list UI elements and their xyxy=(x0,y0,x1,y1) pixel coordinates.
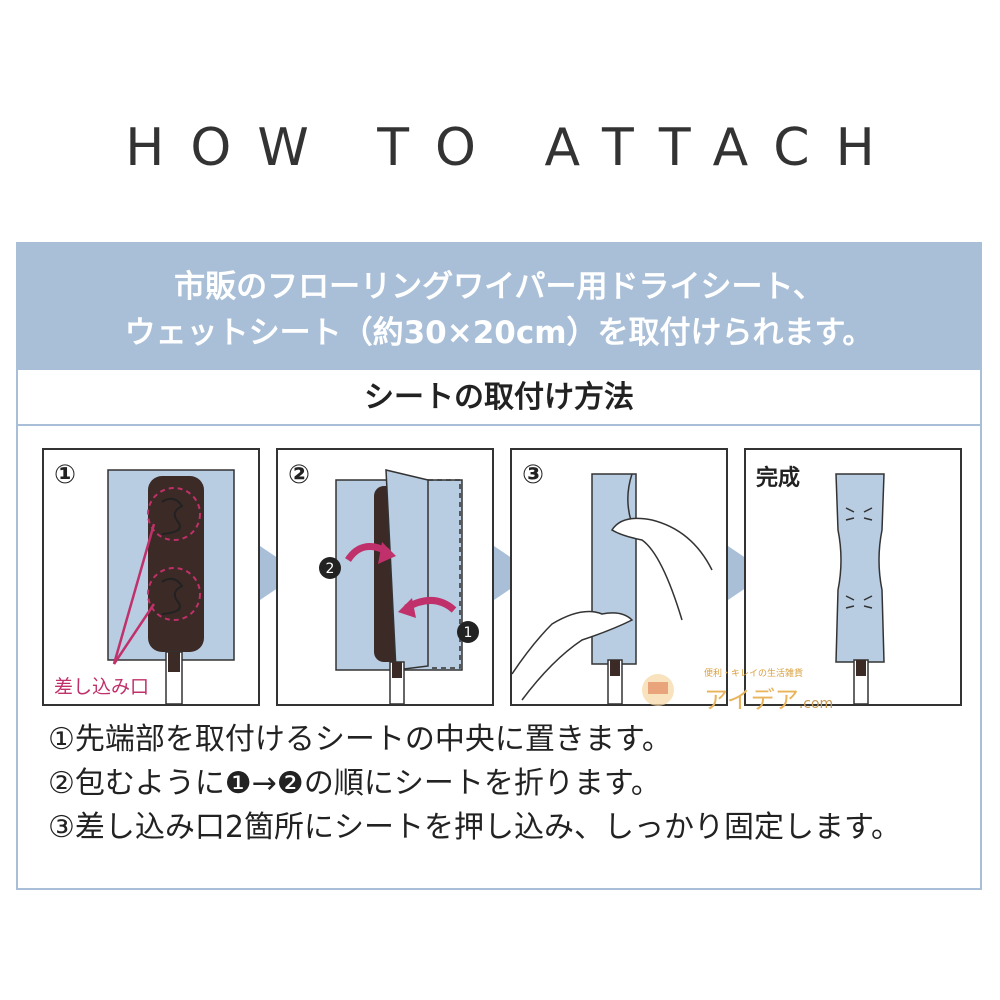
insert-slot-label: 差し込み口 xyxy=(54,676,150,698)
logo-tagline: 便利・キレイの生活雑貨 xyxy=(704,669,804,679)
logo-mascot-icon xyxy=(642,674,674,706)
step-1-number: ① xyxy=(54,460,77,490)
logo-suffix: .com xyxy=(798,696,834,712)
step-2-number: ② xyxy=(288,460,311,490)
section-heading: シートの取付け方法 xyxy=(18,370,980,426)
step-2-illustration: 2 1 xyxy=(319,469,479,704)
info-banner: 市販のフローリングワイパー用ドライシート、 ウェットシート（約30×20cm）を… xyxy=(18,244,980,370)
page-title: HOW TO ATTACH xyxy=(125,118,901,178)
step-1-illustration xyxy=(107,469,235,704)
instruction-list: ①先端部を取付けるシートの中央に置きます。 ②包むように❶→❷の順にシートを折り… xyxy=(48,718,978,850)
complete-illustration xyxy=(835,473,885,704)
banner-line-2: ウェットシート（約30×20cm）を取付けられます。 xyxy=(124,315,874,351)
step-3-illustration xyxy=(512,473,713,704)
badge-1-text: 1 xyxy=(464,625,473,641)
logo-name-text: アイデア xyxy=(704,686,799,714)
instruction-item: ①先端部を取付けるシートの中央に置きます。 xyxy=(48,722,672,757)
banner-line-1: 市販のフローリングワイパー用ドライシート、 xyxy=(174,269,824,305)
badge-2-text: 2 xyxy=(326,561,335,577)
instruction-panel: 市販のフローリングワイパー用ドライシート、 ウェットシート（約30×20cm）を… xyxy=(16,242,982,890)
step-complete-panel: 完成 xyxy=(744,448,962,706)
step-1-panel: ① 差し込み口 xyxy=(42,448,260,706)
instruction-item: ②包むように❶→❷の順にシートを折ります。 xyxy=(48,766,661,801)
step-3-number: ③ xyxy=(522,460,545,490)
step-3-panel: ③ xyxy=(510,448,728,706)
logo-name: アイデア.com xyxy=(704,680,833,715)
step-2-panel: 2 1 ② xyxy=(276,448,494,706)
step-complete-label: 完成 xyxy=(756,466,801,491)
instruction-item: ③差し込み口2箇所にシートを押し込み、しっかり固定します。 xyxy=(48,810,901,845)
